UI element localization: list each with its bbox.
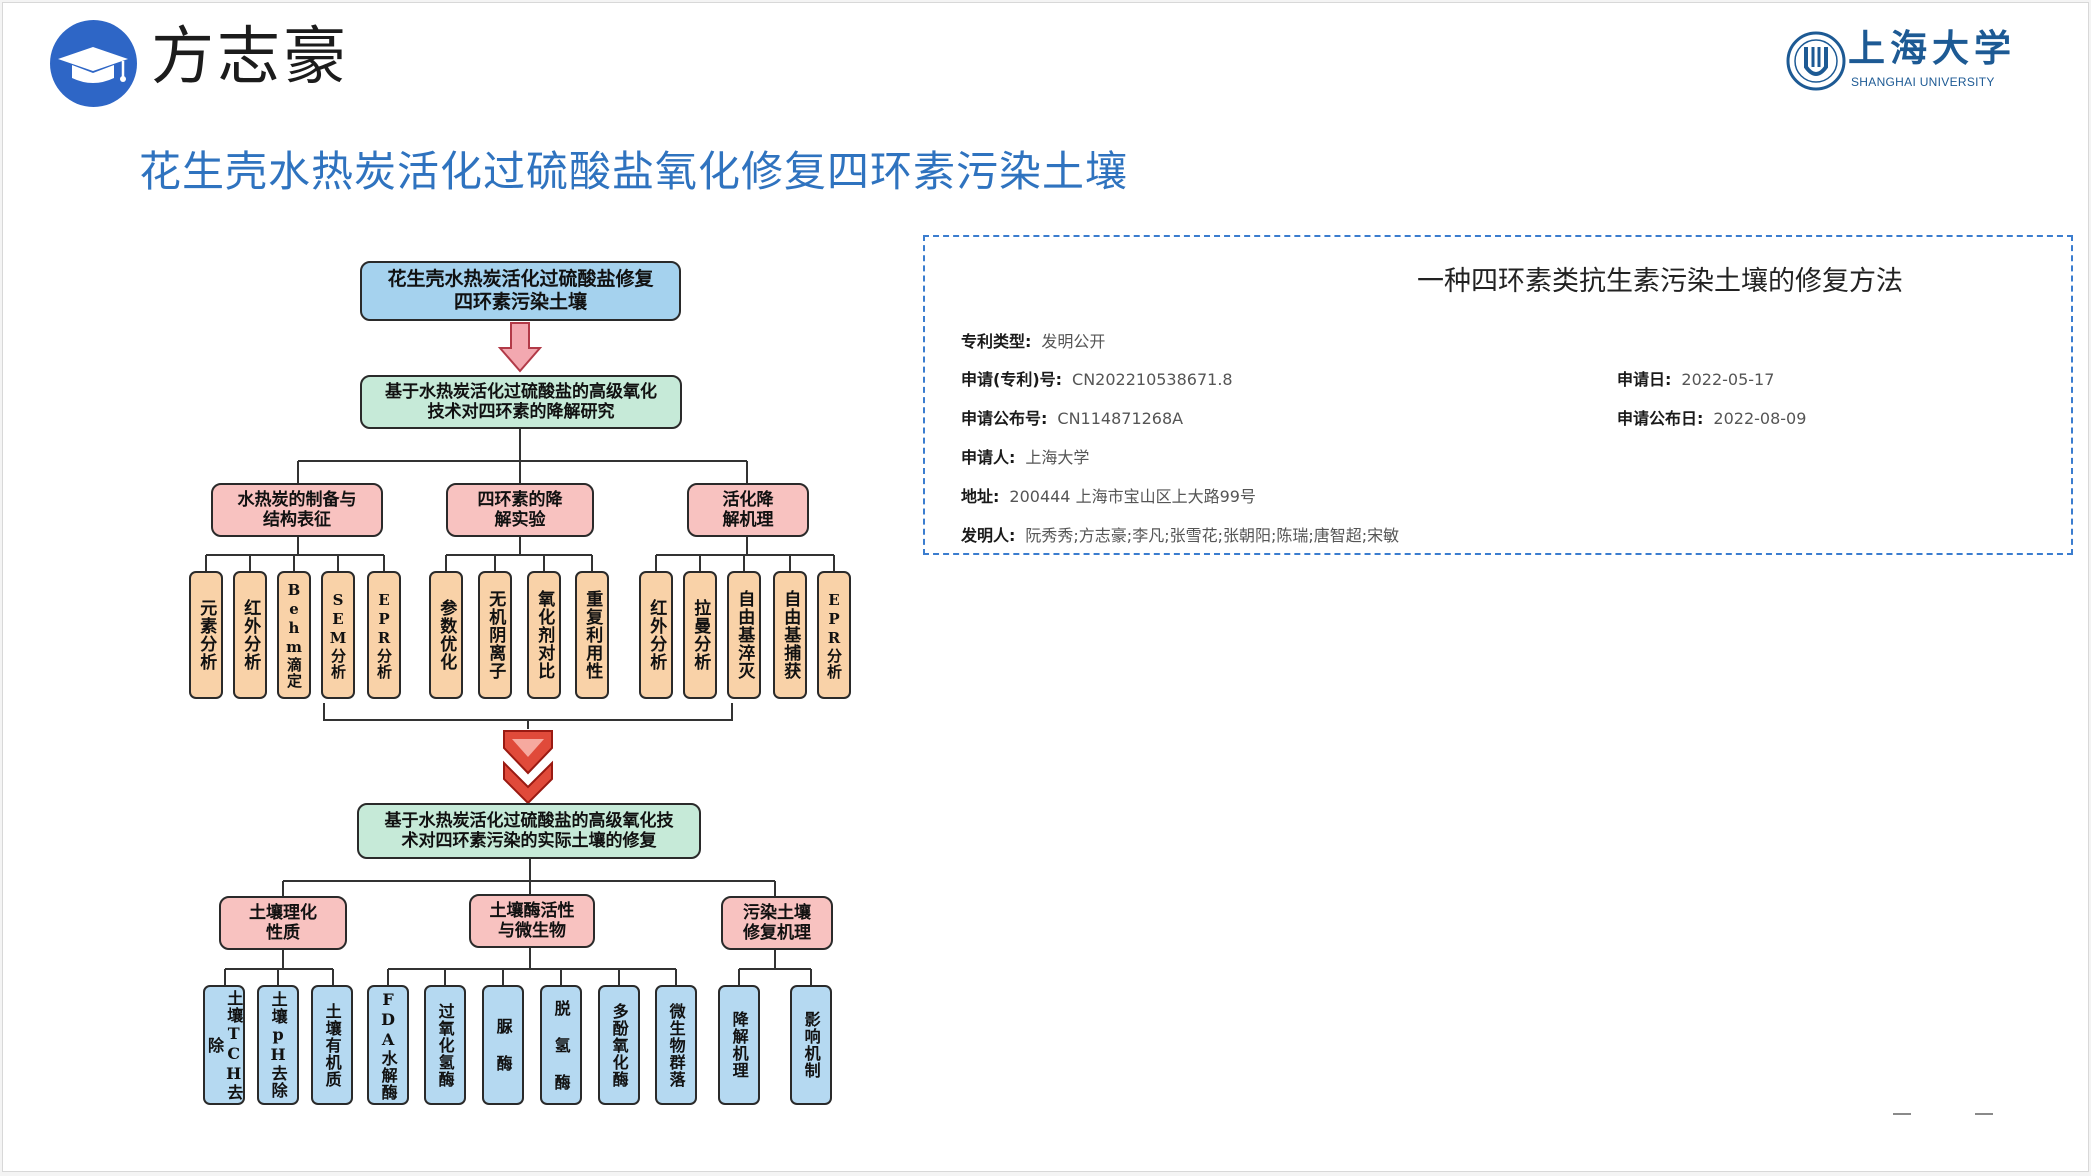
flow-item: 参数优化 (429, 571, 463, 699)
flow-item: 红外分析 (639, 571, 673, 699)
patent-type-label: 专利类型: (961, 332, 1032, 351)
double-chevron-down-icon (503, 730, 553, 805)
author-logo (50, 20, 137, 107)
flow-item: Behm滴定 (277, 571, 311, 699)
patent-application-number: 申请(专利)号: CN202210538671.8 (961, 366, 1233, 390)
app-no-label: 申请(专利)号: (961, 370, 1063, 389)
flow-branch-remediation: 污染土壤 修复机理 (721, 896, 833, 950)
research-flowchart: 花生壳水热炭活化过硫酸盐修复 四环素污染土壤 基于水热炭活化过硫酸盐的高级氧化 … (3, 3, 2088, 1171)
app-date-label: 申请日: (1617, 370, 1672, 389)
flow-branch-hydrochar: 水热炭的制备与 结构表征 (211, 483, 383, 537)
university-name-en: SHANGHAI UNIVERSITY (1851, 75, 1995, 89)
address-value: 200444 上海市宝山区上大路99号 (1009, 487, 1256, 506)
pub-date-value: 2022-08-09 (1713, 409, 1807, 428)
patent-type: 专利类型: 发明公开 (961, 328, 1105, 352)
pub-date-label: 申请公布日: (1617, 409, 1704, 428)
flow-item: EPR分析 (817, 571, 851, 699)
flow-item: 脲 酶 (482, 985, 524, 1105)
address-label: 地址: (961, 487, 1000, 506)
flow-item: 土壤pH去除 (257, 985, 299, 1105)
footer-dash (1893, 1113, 1911, 1115)
patent-publication-date: 申请公布日: 2022-08-09 (1617, 405, 1806, 429)
inventor-label: 发明人: (961, 526, 1016, 545)
patent-inventors: 发明人: 阮秀秀;方志豪;李凡;张雪花;张朝阳;陈瑞;唐智超;宋敏 (961, 522, 1399, 546)
slide-title: 花生壳水热炭活化过硫酸盐氧化修复四环素污染土壤 (139, 147, 1129, 196)
flow-item: EPR分析 (367, 571, 401, 699)
applicant-value: 上海大学 (1025, 448, 1090, 467)
flow-item: 影响机制 (790, 985, 832, 1105)
pub-no-value: CN114871268A (1057, 409, 1184, 428)
patent-publication-number: 申请公布号: CN114871268A (961, 405, 1183, 429)
flow-item: SEM分析 (321, 571, 355, 699)
flow-branch-soil-properties: 土壤理化 性质 (219, 896, 347, 950)
flow-item: 氧化剂对比 (527, 571, 561, 699)
flow-item: 土壤有机质 (311, 985, 353, 1105)
university-name-cn: 上海大学 (1848, 26, 2016, 70)
flow-item: 红外分析 (233, 571, 267, 699)
inventor-value: 阮秀秀;方志豪;李凡;张雪花;张朝阳;陈瑞;唐智超;宋敏 (1025, 526, 1400, 545)
flow-item: 微生物群落 (655, 985, 697, 1105)
university-logo (1786, 23, 2016, 103)
pub-no-label: 申请公布号: (961, 409, 1048, 428)
flow-item: 多酚氧化酶 (598, 985, 640, 1105)
graduation-cap-icon (58, 47, 128, 83)
flow-item: 自由基捕获 (773, 571, 807, 699)
flow-top-box: 花生壳水热炭活化过硫酸盐修复 四环素污染土壤 (360, 261, 681, 321)
flow-stage1-box: 基于水热炭活化过硫酸盐的高级氧化 技术对四环素的降解研究 (360, 375, 682, 429)
flow-branch-mechanism: 活化降 解机理 (687, 483, 809, 537)
footer-dash (1975, 1113, 1993, 1115)
flowchart-connectors (205, 322, 835, 985)
down-arrow-icon (497, 322, 543, 373)
flow-item: 元素分析 (189, 571, 223, 699)
applicant-label: 申请人: (961, 448, 1016, 467)
app-no-value: CN202210538671.8 (1072, 370, 1233, 389)
flow-item: 脱 氢 酶 (540, 985, 582, 1105)
flow-stage2-box: 基于水热炭活化过硫酸盐的高级氧化技 术对四环素污染的实际土壤的修复 (357, 803, 701, 859)
author-name: 方志豪 (151, 20, 349, 93)
flow-item: 土壤TCH去除 (203, 985, 245, 1105)
patent-title: 一种四环素类抗生素污染土壤的修复方法 (1417, 266, 1903, 297)
patent-type-value: 发明公开 (1041, 332, 1106, 351)
flow-branch-degradation: 四环素的降 解实验 (446, 483, 594, 537)
patent-address: 地址: 200444 上海市宝山区上大路99号 (961, 483, 1256, 507)
flow-item: 降解机理 (718, 985, 760, 1105)
flow-item: 过氧化氢酶 (424, 985, 466, 1105)
flow-item: 重复利用性 (575, 571, 609, 699)
app-date-value: 2022-05-17 (1681, 370, 1775, 389)
flow-item: 无机阴离子 (478, 571, 512, 699)
flow-branch-enzyme: 土壤酶活性 与微生物 (469, 894, 595, 948)
university-seal-icon (1786, 31, 1846, 91)
patent-applicant: 申请人: 上海大学 (961, 444, 1089, 468)
patent-application-date: 申请日: 2022-05-17 (1617, 366, 1774, 390)
flow-item: 拉曼分析 (683, 571, 717, 699)
flow-item: FDA水解酶 (367, 985, 409, 1105)
flow-item: 自由基淬灭 (727, 571, 761, 699)
patent-card: 一种四环素类抗生素污染土壤的修复方法 专利类型: 发明公开 申请(专利)号: CN2… (923, 235, 2073, 555)
